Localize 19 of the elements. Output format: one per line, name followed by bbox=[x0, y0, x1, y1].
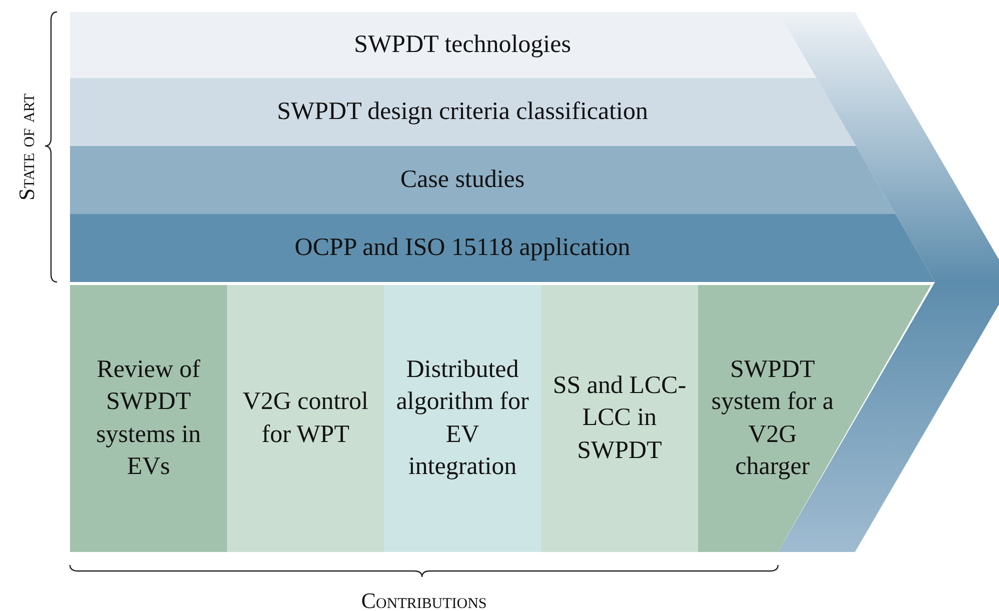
contribution-column bbox=[384, 285, 541, 552]
layer-band bbox=[70, 146, 896, 214]
node-label: SS and LCC-LCC in SWPDT bbox=[552, 370, 688, 466]
node-label: V2G control for WPT bbox=[242, 387, 370, 450]
section-label: State of art bbox=[14, 94, 40, 200]
node-label: Case studies bbox=[399, 164, 526, 195]
section-label: Contributions bbox=[361, 588, 487, 611]
node-label: SWPDT system for a V2G charger bbox=[710, 354, 835, 482]
layer-band bbox=[70, 78, 856, 146]
contribution-column bbox=[227, 285, 384, 552]
node-label: SWPDT technologies bbox=[353, 30, 572, 60]
contribution-column bbox=[541, 285, 698, 552]
node-label: Review of SWPDT systems in EVs bbox=[95, 354, 202, 482]
layer-band bbox=[70, 12, 816, 78]
contribution-column bbox=[70, 285, 227, 552]
node-label: SWPDT design criteria classification bbox=[276, 96, 649, 127]
node-label: OCPP and ISO 15118 application bbox=[294, 232, 632, 263]
layer-band bbox=[70, 214, 935, 282]
node-label: Distributed algorithm for EV integration bbox=[395, 354, 530, 482]
